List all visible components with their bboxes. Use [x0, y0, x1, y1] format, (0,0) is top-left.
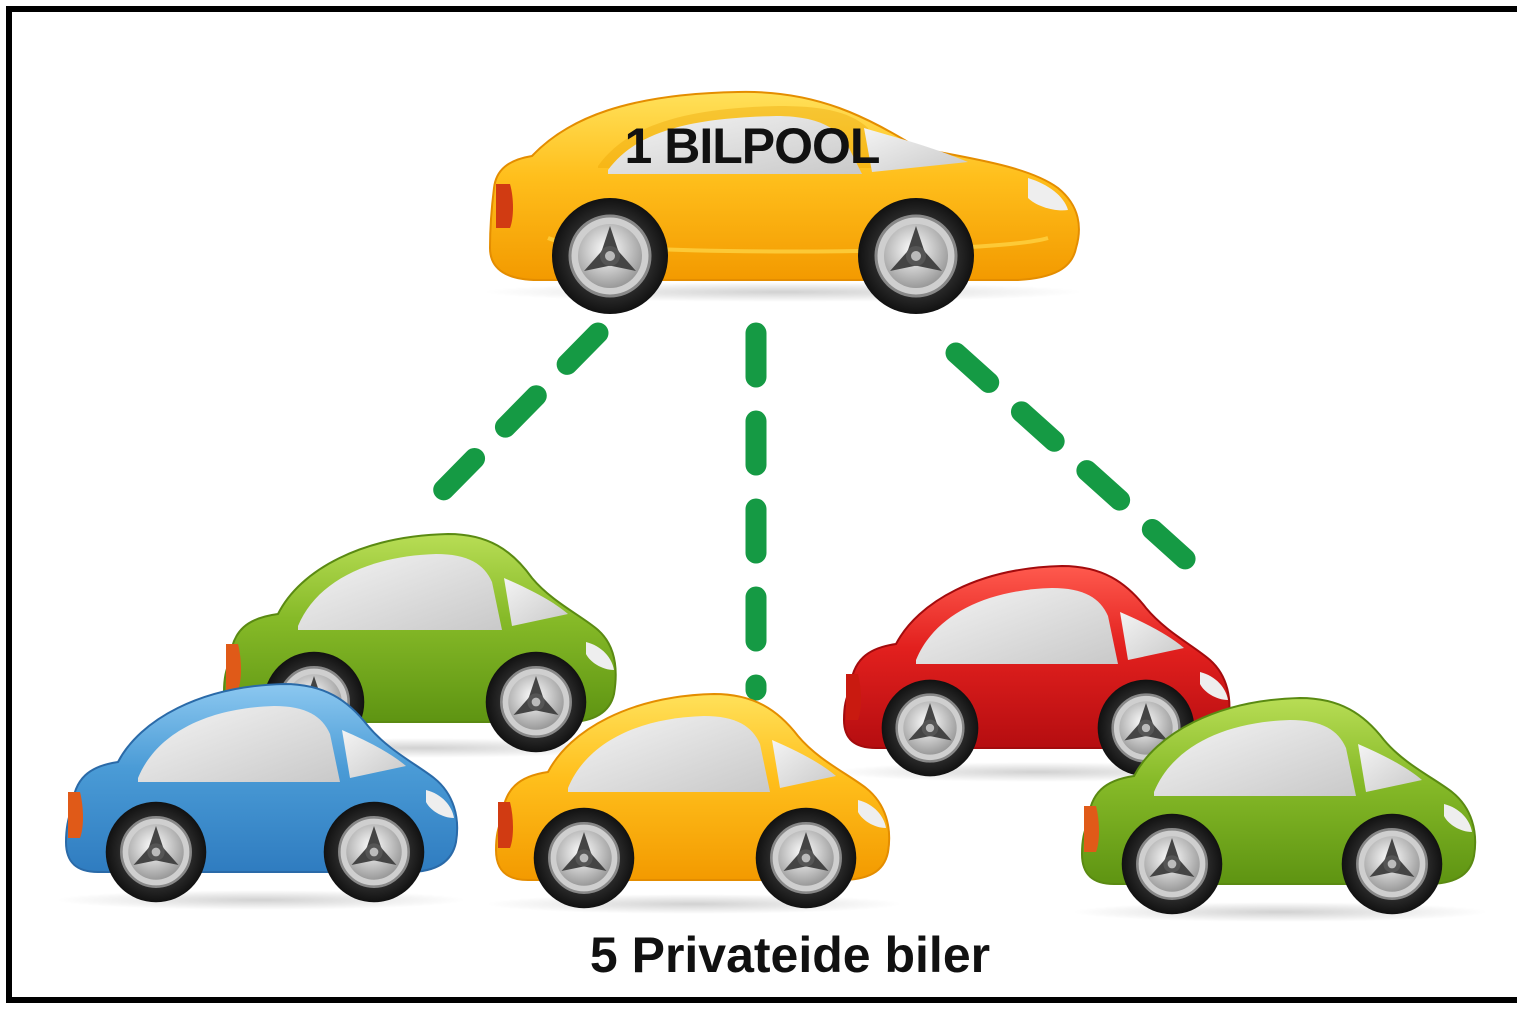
wheel-icon [104, 800, 208, 904]
pool-car [483, 90, 1083, 316]
private-cars-label: 5 Privateide biler [590, 927, 990, 983]
wheel-icon [1340, 812, 1444, 916]
private-car-yellow [486, 692, 902, 914]
wheel-icon [322, 800, 426, 904]
wheel-icon [880, 678, 980, 778]
wheel-icon [1120, 812, 1224, 916]
private-car-blue [56, 682, 466, 910]
pool-label: 1 BILPOOL [625, 118, 880, 174]
wheel-icon [754, 806, 858, 910]
wheel-icon [532, 806, 636, 910]
connector-right [945, 342, 1224, 595]
wheel-icon [856, 196, 976, 316]
wheel-icon [550, 196, 670, 316]
wheel-icon [484, 650, 588, 754]
private-car-green-front [1072, 696, 1488, 922]
connector-lines [403, 322, 1224, 701]
connector-left [403, 322, 609, 531]
